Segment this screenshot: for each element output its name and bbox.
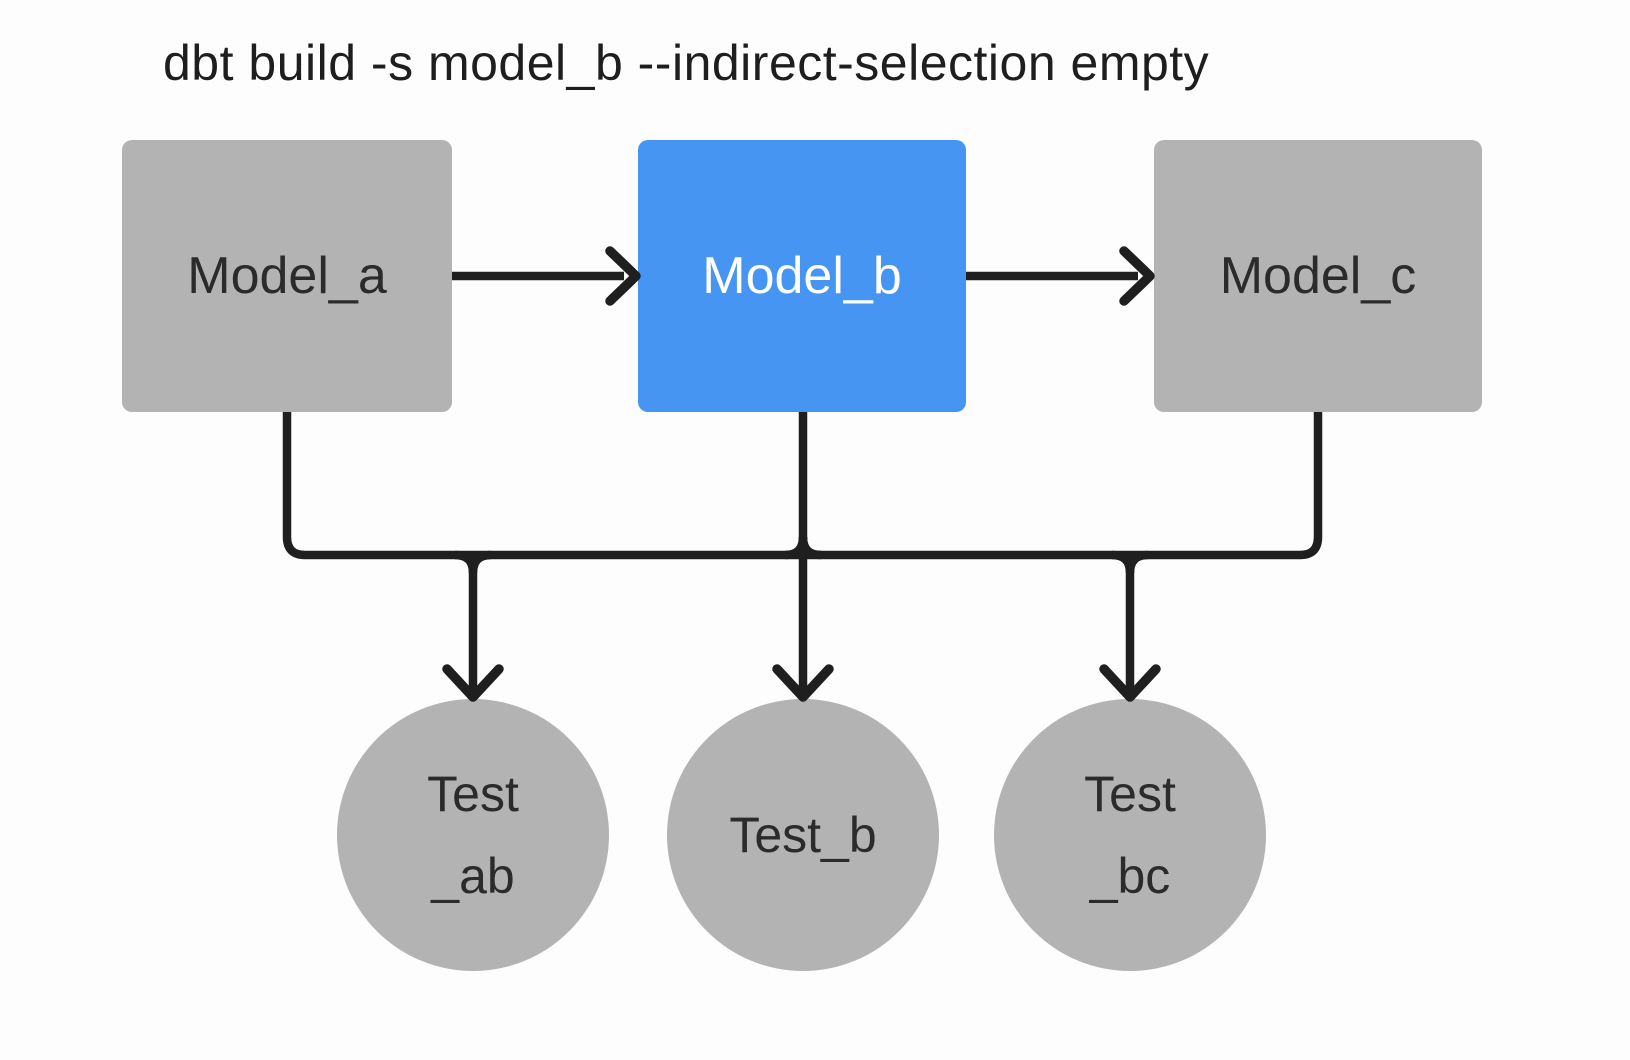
node-model-c[interactable]: Model_c <box>1154 140 1482 412</box>
node-test-b[interactable]: Test_b <box>667 699 939 971</box>
node-test-ab-label-line1: Test <box>427 766 519 822</box>
node-model-b-selected[interactable]: Model_b <box>638 140 966 412</box>
node-model-c-label: Model_c <box>1219 247 1417 305</box>
node-model-b-label: Model_b <box>702 247 902 305</box>
arrowhead-into-test-ab-icon <box>442 664 504 702</box>
arrowhead-into-model-c-icon <box>1119 246 1155 306</box>
node-test-bc[interactable]: Test _bc <box>994 699 1266 971</box>
edge-bus-model-a-to-model-c <box>282 412 1323 560</box>
edge-branch-to-test-bc-fillet <box>1125 550 1149 574</box>
arrowhead-into-model-b-icon <box>605 246 641 306</box>
node-test-ab-label-line2: _ab <box>431 848 515 904</box>
edge-branch-to-test-ab-fillet <box>468 550 492 574</box>
node-model-a-label: Model_a <box>187 247 387 305</box>
node-test-bc-label-line2: _bc <box>1089 848 1171 904</box>
arrowhead-into-test-b-icon <box>772 664 834 702</box>
command-title: dbt build -s model_b --indirect-selectio… <box>163 35 1210 91</box>
edge-model-b-junction-fillet-left <box>784 536 808 560</box>
node-model-a[interactable]: Model_a <box>122 140 452 412</box>
arrowhead-into-test-bc-icon <box>1099 664 1161 702</box>
node-test-ab[interactable]: Test _ab <box>337 699 609 971</box>
edge-model-b-junction-fillet-right <box>798 536 822 560</box>
edge-branch-to-test-ab <box>454 550 478 693</box>
edge-branch-to-test-bc <box>1111 550 1135 693</box>
node-test-b-label: Test_b <box>729 807 877 863</box>
node-test-bc-label-line1: Test <box>1084 766 1176 822</box>
